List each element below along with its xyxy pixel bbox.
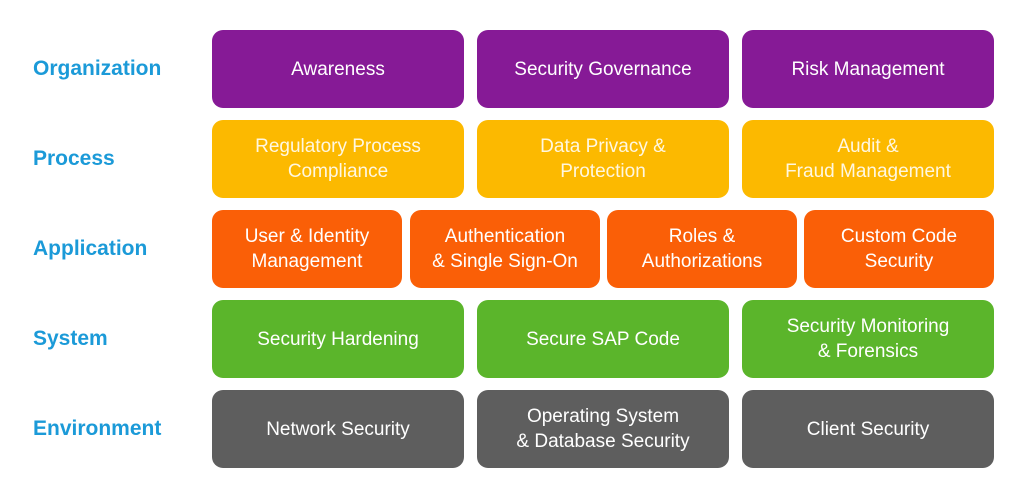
box-authentication-sso: Authentication & Single Sign-On — [410, 210, 600, 288]
box-data-privacy: Data Privacy & Protection — [477, 120, 729, 198]
box-os-database-security: Operating System & Database Security — [477, 390, 729, 468]
box-security-governance: Security Governance — [477, 30, 729, 108]
box-client-security: Client Security — [742, 390, 994, 468]
box-roles-authorizations: Roles & Authorizations — [607, 210, 797, 288]
box-security-hardening: Security Hardening — [212, 300, 464, 378]
row-label-application: Application — [33, 237, 148, 260]
box-custom-code-security: Custom Code Security — [804, 210, 994, 288]
row-label-system: System — [33, 327, 108, 350]
box-risk-management: Risk Management — [742, 30, 994, 108]
box-awareness: Awareness — [212, 30, 464, 108]
row-label-process: Process — [33, 147, 115, 170]
row-label-organization: Organization — [33, 57, 162, 80]
box-security-monitoring: Security Monitoring & Forensics — [742, 300, 994, 378]
box-secure-sap-code: Secure SAP Code — [477, 300, 729, 378]
box-audit-fraud: Audit & Fraud Management — [742, 120, 994, 198]
row-label-environment: Environment — [33, 417, 162, 440]
box-regulatory-compliance: Regulatory Process Compliance — [212, 120, 464, 198]
box-user-identity: User & Identity Management — [212, 210, 402, 288]
box-network-security: Network Security — [212, 390, 464, 468]
